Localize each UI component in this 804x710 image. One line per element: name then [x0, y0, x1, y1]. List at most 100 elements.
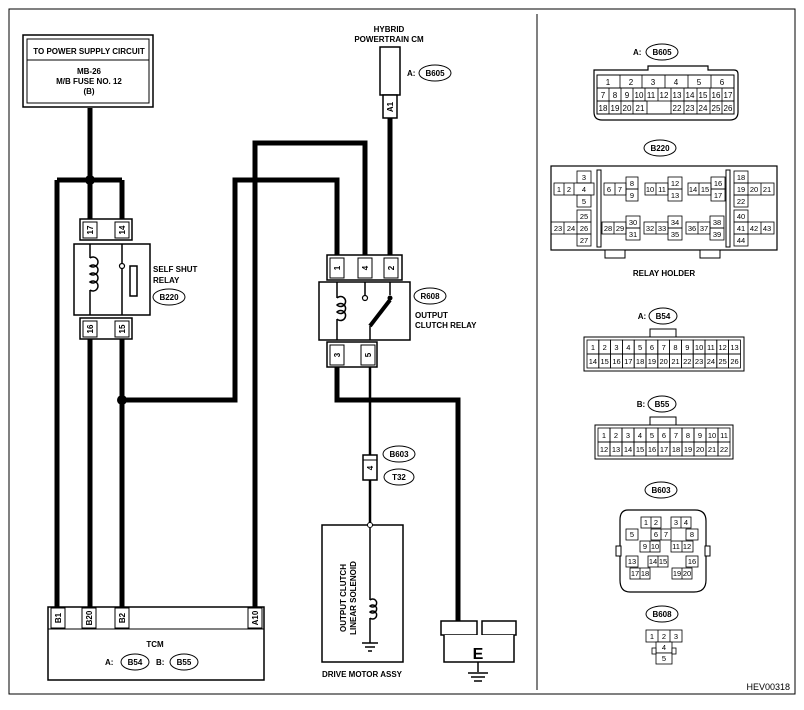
ocr-pin-4: 4 — [361, 265, 370, 270]
b54-pin: 3 — [614, 343, 618, 352]
tcm-conn-a-oval — [120, 653, 150, 671]
b605-pin: 7 — [601, 91, 606, 100]
tcm-conn-a: B54 — [128, 658, 143, 667]
wire-to-relay4 — [252, 140, 368, 608]
b220-pin: 21 — [763, 185, 771, 194]
b220-pin: 40 — [737, 212, 745, 221]
b605-pin: 3 — [651, 78, 656, 87]
b603-title-oval — [644, 481, 678, 499]
b220-pin: 15 — [701, 185, 709, 194]
ssr-coil — [88, 256, 99, 292]
b55-pin: 20 — [696, 445, 704, 454]
b54-pin: 5 — [638, 343, 642, 352]
b603-pin: 3 — [674, 518, 678, 527]
b54-pin: 17 — [624, 357, 632, 366]
b603-pin: 14 — [649, 557, 657, 566]
b220-pin: 7 — [618, 185, 622, 194]
b603-pin: 19 — [673, 569, 681, 578]
b605-pin: 25 — [712, 104, 721, 113]
b55-pin: 22 — [720, 445, 728, 454]
hcm-body — [379, 46, 401, 96]
b220-pin: 14 — [689, 185, 697, 194]
ocr-pin-1: 1 — [333, 265, 342, 270]
b55-pin: 14 — [624, 445, 632, 454]
ocr-switch-arm — [368, 298, 392, 328]
ssr-conn-id: B220 — [159, 293, 179, 302]
b220-title: B220 — [650, 144, 670, 153]
b55-pin: 19 — [684, 445, 692, 454]
b603-pin: 16 — [688, 557, 696, 566]
b603-pin: 15 — [659, 557, 667, 566]
b605-pin: 11 — [647, 91, 656, 100]
b603-pin: 8 — [690, 530, 694, 539]
splice-left — [117, 395, 127, 405]
b55-title: B55 — [655, 400, 670, 409]
b55-prefix: B: — [637, 400, 645, 409]
tcm-conn-b: B55 — [177, 658, 192, 667]
sol-conn2-oval — [383, 468, 415, 486]
diagram-code: HEV00318 — [746, 682, 790, 692]
b220-pin: 36 — [688, 224, 696, 233]
b608-title-oval — [645, 605, 679, 623]
b220-pin: 12 — [671, 179, 679, 188]
ssr-pin-17: 17 — [86, 225, 95, 234]
tcm: B1 B20 B2 A10 TCM A: B54 B: B55 — [47, 606, 265, 681]
b603-pin: 6 — [654, 530, 658, 539]
b54-pin: 19 — [648, 357, 656, 366]
b605-pin: 9 — [625, 91, 630, 100]
ocr-label-2: CLUTCH RELAY — [415, 321, 477, 330]
tcm-conn-b-oval — [169, 653, 199, 671]
b608-pin: 5 — [662, 654, 666, 663]
b220-pin: 8 — [630, 179, 634, 188]
b605-pin: 24 — [699, 104, 708, 113]
b605-pin: 18 — [599, 104, 608, 113]
b603-pin: 5 — [630, 530, 634, 539]
ocr-conn-oval — [413, 287, 447, 305]
hcm-conn-prefix: A: — [407, 69, 415, 78]
sol-conn1-id: B603 — [389, 450, 409, 459]
b608-pin: 3 — [674, 632, 678, 641]
b55-pin: 17 — [660, 445, 668, 454]
solenoid-label-2: LINEAR SOLENOID — [349, 561, 358, 635]
power-box-line1: TO POWER SUPPLY CIRCUIT — [33, 47, 145, 56]
hcm-pin-label: A1 — [386, 101, 395, 112]
b605-pin: 20 — [623, 104, 632, 113]
b220-pin: 9 — [630, 191, 634, 200]
b605-pins: 1 2 3 4 5 6 7 8 9 10 11 12 13 14 15 16 — [596, 74, 735, 115]
b54-pin: 10 — [695, 343, 703, 352]
b605-pin: 21 — [636, 104, 645, 113]
b605-title: B605 — [652, 48, 672, 57]
b605-pin: 26 — [724, 104, 733, 113]
b55-pin: 13 — [612, 445, 620, 454]
b220-title-oval — [643, 139, 677, 157]
b603-pin: 20 — [683, 569, 691, 578]
b54-pin: 14 — [589, 357, 597, 366]
ocr-pin-3: 3 — [333, 352, 342, 357]
tcm-prefix-a: A: — [105, 658, 113, 667]
b220-pin: 13 — [671, 191, 679, 200]
b220-pin: 18 — [737, 173, 745, 182]
b220-pin: 27 — [580, 236, 588, 245]
b54-pin: 18 — [636, 357, 644, 366]
b54-pin: 24 — [707, 357, 715, 366]
b55-pin: 1 — [602, 431, 606, 440]
b220-pin: 26 — [580, 224, 588, 233]
b54-pin: 13 — [730, 343, 738, 352]
b220-pin: 11 — [658, 185, 666, 194]
b55-pin: 2 — [614, 431, 618, 440]
b220-pin: 37 — [700, 224, 708, 233]
b55-pin: 12 — [600, 445, 608, 454]
tcm-title: TCM — [146, 640, 164, 649]
b220-pin: 24 — [567, 224, 575, 233]
b605-pin: 19 — [611, 104, 620, 113]
b54-pin: 12 — [719, 343, 727, 352]
ground-e: E — [440, 620, 517, 682]
b55-pin: 21 — [708, 445, 716, 454]
b603-pin: 18 — [641, 569, 649, 578]
b54-pin: 25 — [719, 357, 727, 366]
tcm-pin-b2: B2 — [118, 612, 127, 623]
b54-pin: 15 — [601, 357, 609, 366]
